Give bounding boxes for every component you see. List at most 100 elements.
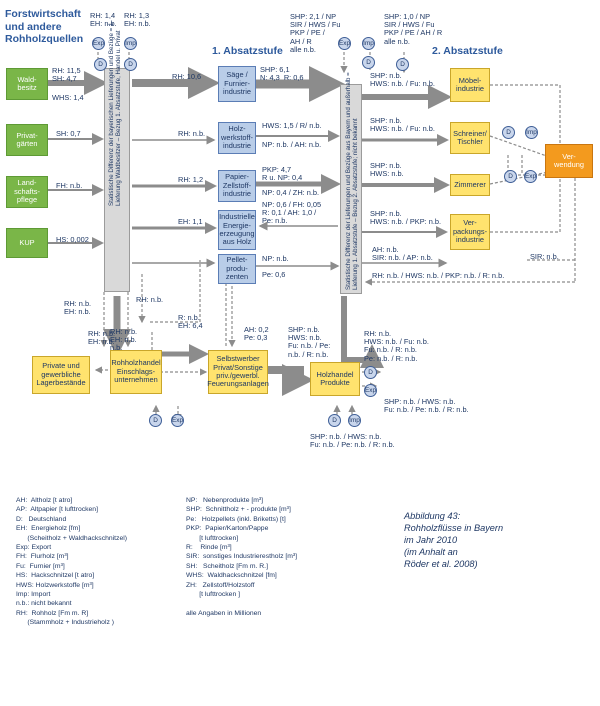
- box-energie: Industrielle Energie- erzeugung aus Holz: [218, 210, 256, 250]
- box-pellet: Pellet- produ- zenten: [218, 254, 256, 284]
- legend-entry: SHP: Schnittholz + - produkte [m³]: [186, 506, 291, 514]
- imp-circle: Imp: [525, 126, 538, 139]
- flow-label: PKP: 4,7 R u. NP: 0,4: [262, 165, 303, 183]
- box-papier-zellstoff: Papier- Zellstoff- industrie: [218, 170, 256, 202]
- box-holzwerkstoff: Holz- werkstoff- industrie: [218, 122, 256, 154]
- flow-label: SHP: 1,0 / NP SIR / HWS / Fu PKP / PE / …: [384, 12, 443, 46]
- legend-entry: RH: Rohholz [Fm m. R]: [16, 609, 89, 617]
- flow-label: RH: 1,4 EH: n.b.: [90, 11, 117, 29]
- flow-to-holzhandel: [341, 296, 384, 368]
- d-circle: D: [504, 170, 517, 183]
- d-circle: D: [364, 366, 377, 379]
- flow-label: SHP: 2,1 / NP SIR / HWS / Fu PKP / PE / …: [290, 12, 341, 54]
- legend-entry: R: Rinde [m³]: [186, 544, 232, 552]
- figure-caption: Abbildung 43: Rohholzflüsse in Bayern im…: [404, 511, 504, 569]
- legend-entry: (Stammholz + Industrieholz ): [16, 619, 115, 627]
- flow-label: SH: 0,7: [56, 129, 81, 138]
- flow-label: SHP: n.b. HWS: n.b. / Fu: n.b.: [370, 71, 435, 89]
- legend-entry: Fu: Furnier [m³]: [16, 562, 65, 570]
- exp-circle: Exp: [364, 384, 377, 397]
- legend-left: AH: Altholz [t atro] AP: Altpapier [t luf…: [16, 496, 127, 628]
- legend-entry: alle Angaben in Millionen: [186, 609, 262, 617]
- flow-label: AH: 0,2 Pe: 0,3: [244, 325, 269, 343]
- flow-label: SHP: n.b. HWS: n.b. Fu: n.b. / Pe: n.b. …: [288, 325, 331, 359]
- flow-label: SIR: n.b.: [530, 252, 559, 261]
- box-zimmerer: Zimmerer: [450, 174, 490, 196]
- exp-circle: Exp: [171, 414, 184, 427]
- flow-label: RH: n.b.: [178, 129, 206, 138]
- d-circle: D: [149, 414, 162, 427]
- box-verwendung: Ver- wendung: [545, 144, 593, 178]
- left-statistics-bar: [104, 68, 130, 292]
- exp-circle: Exp: [524, 170, 537, 183]
- imp-circle: Imp: [124, 37, 137, 50]
- flow-label: SHP: n.b. HWS: n.b. / Fu: n.b.: [370, 116, 435, 134]
- legend-entry: PKP: Papier/Karton/Pappe: [186, 525, 269, 533]
- flow-label: RH: n.b.: [136, 295, 164, 304]
- legend-right: NP: Nebenprodukte [m³]SHP: Schnittholz +…: [186, 496, 297, 618]
- flow-label: SHP: n.b. / HWS: n.b. Fu: n.b. / Pe: n.b…: [310, 432, 395, 450]
- legend-entry: EH: Energieholz [fm]: [16, 525, 81, 533]
- legend-entry: SH: Scheitholz [Fm m. R.]: [186, 562, 268, 570]
- box-holzhandel: Holzhandel Produkte: [310, 362, 360, 396]
- flow-label: SHP: n.b. HWS: n.b.: [370, 161, 404, 179]
- legend-entry: Pe: Holzpellets (inkl. Briketts) [t]: [186, 515, 286, 523]
- legend-entry: HS: Hackschnitzel [t atro]: [16, 572, 95, 580]
- legend-entry: Imp: Import: [16, 591, 51, 599]
- legend-entry: (Scheitholz + Waldhackschnitzel): [16, 534, 127, 542]
- box-moebel: Möbel- industrie: [450, 68, 490, 102]
- legend-entry: AH: Altholz [t atro]: [16, 497, 73, 504]
- flow-label: NP: n.b.: [262, 254, 289, 263]
- legend-entry: HWS: Holzwerkstoffe [m³]: [16, 581, 94, 589]
- flow-label: RH: n.b. EH: n.b. n.b.: [110, 327, 138, 353]
- d-circle: D: [94, 58, 107, 71]
- flow-label: FH: n.b.: [56, 181, 83, 190]
- d-circle: D: [362, 56, 375, 69]
- d-circle: D: [396, 58, 409, 71]
- flow-label: RH: n.b. / HWS: n.b. / PKP: n.b. / R: n.…: [372, 271, 505, 280]
- flow-label: SHP: n.b. / HWS: n.b. Fu: n.b. / Pe: n.b…: [384, 397, 469, 415]
- flow-label: RH: 1,2: [178, 175, 204, 184]
- exp-circle: Exp: [338, 37, 351, 50]
- d-circle: D: [502, 126, 515, 139]
- right-statistics-bar: [340, 84, 362, 294]
- flow-label: HS: 0,002: [56, 235, 89, 244]
- flow-label: SHP: n.b. HWS: n.b. / PKP: n.b.: [370, 209, 442, 227]
- imp-circle: Imp: [362, 37, 375, 50]
- flow-label: RH: n.b. EH: n.b.: [64, 299, 92, 317]
- box-verpackung: Ver- packungs- industrie: [450, 214, 490, 250]
- flow-label: AH: n.b. SIR: n.b. / AP: n.b.: [372, 245, 433, 263]
- flow-label: Pe: 0,6: [262, 270, 286, 279]
- flow-label: RH: n.b. EH: n.b.: [88, 329, 116, 347]
- box-landschaftspflege: Land- schafts- pflege: [6, 176, 48, 208]
- legend-entry: FH: Flurholz [m³]: [16, 553, 69, 561]
- flow-label: RH: n.b. HWS: n.b. / Fu: n.b. Fu: n.b. /…: [364, 329, 429, 363]
- box-private-lager: Private und gewerbliche Lagerbestände: [32, 356, 90, 394]
- box-kup: KUP: [6, 228, 48, 258]
- legend-entry: [t lufttrocken ]: [186, 591, 241, 599]
- flow-label: RH: 10,6: [172, 72, 202, 81]
- flow-label: EH: 1,1: [178, 217, 203, 226]
- flow-label: RH: 1,3 EH: n.b.: [124, 11, 151, 29]
- legend-entry: [186, 599, 297, 608]
- d-circle: D: [124, 58, 137, 71]
- box-saege-furnier: Säge / Furnier- industrie: [218, 66, 256, 102]
- legend-entry: Exp: Export: [16, 544, 52, 552]
- flow-label: NP: 0,4 / ZH: n.b.: [262, 188, 320, 197]
- legend-entry: [t lufttrocken]: [186, 534, 239, 542]
- d-circle: D: [328, 414, 341, 427]
- legend-entry: SIR: sonstiges Industrierestholz [m³]: [186, 553, 298, 561]
- legend-entry: AP: Altpapier [t lufttrocken]: [16, 506, 98, 514]
- page-title: Forstwirtschaft und andere Rohholzquelle…: [5, 8, 84, 45]
- flow-label: NP: n.b. / AH: n.b.: [262, 140, 322, 149]
- legend-entry: WHS: Waldhackschnitzel [fm]: [186, 572, 277, 580]
- legend-entry: ZH: Zellstoff/Holzstoff: [186, 581, 255, 589]
- box-rohholzhandel: Rohholzhandel Einschlags- unternehmen: [110, 350, 162, 394]
- box-privatgaerten: Privat- gärten: [6, 124, 48, 156]
- right-bar-text: Statistische Differenz der Lieferungen u…: [345, 72, 359, 290]
- flow-label: NP: 0,6 / FH: 0,05 R: 0,1 / AH: 1,0 / Pe…: [262, 200, 322, 226]
- legend-entry: n.b.: nicht bekannt: [16, 600, 72, 608]
- box-waldbesitz: Wald- besitz: [6, 68, 48, 100]
